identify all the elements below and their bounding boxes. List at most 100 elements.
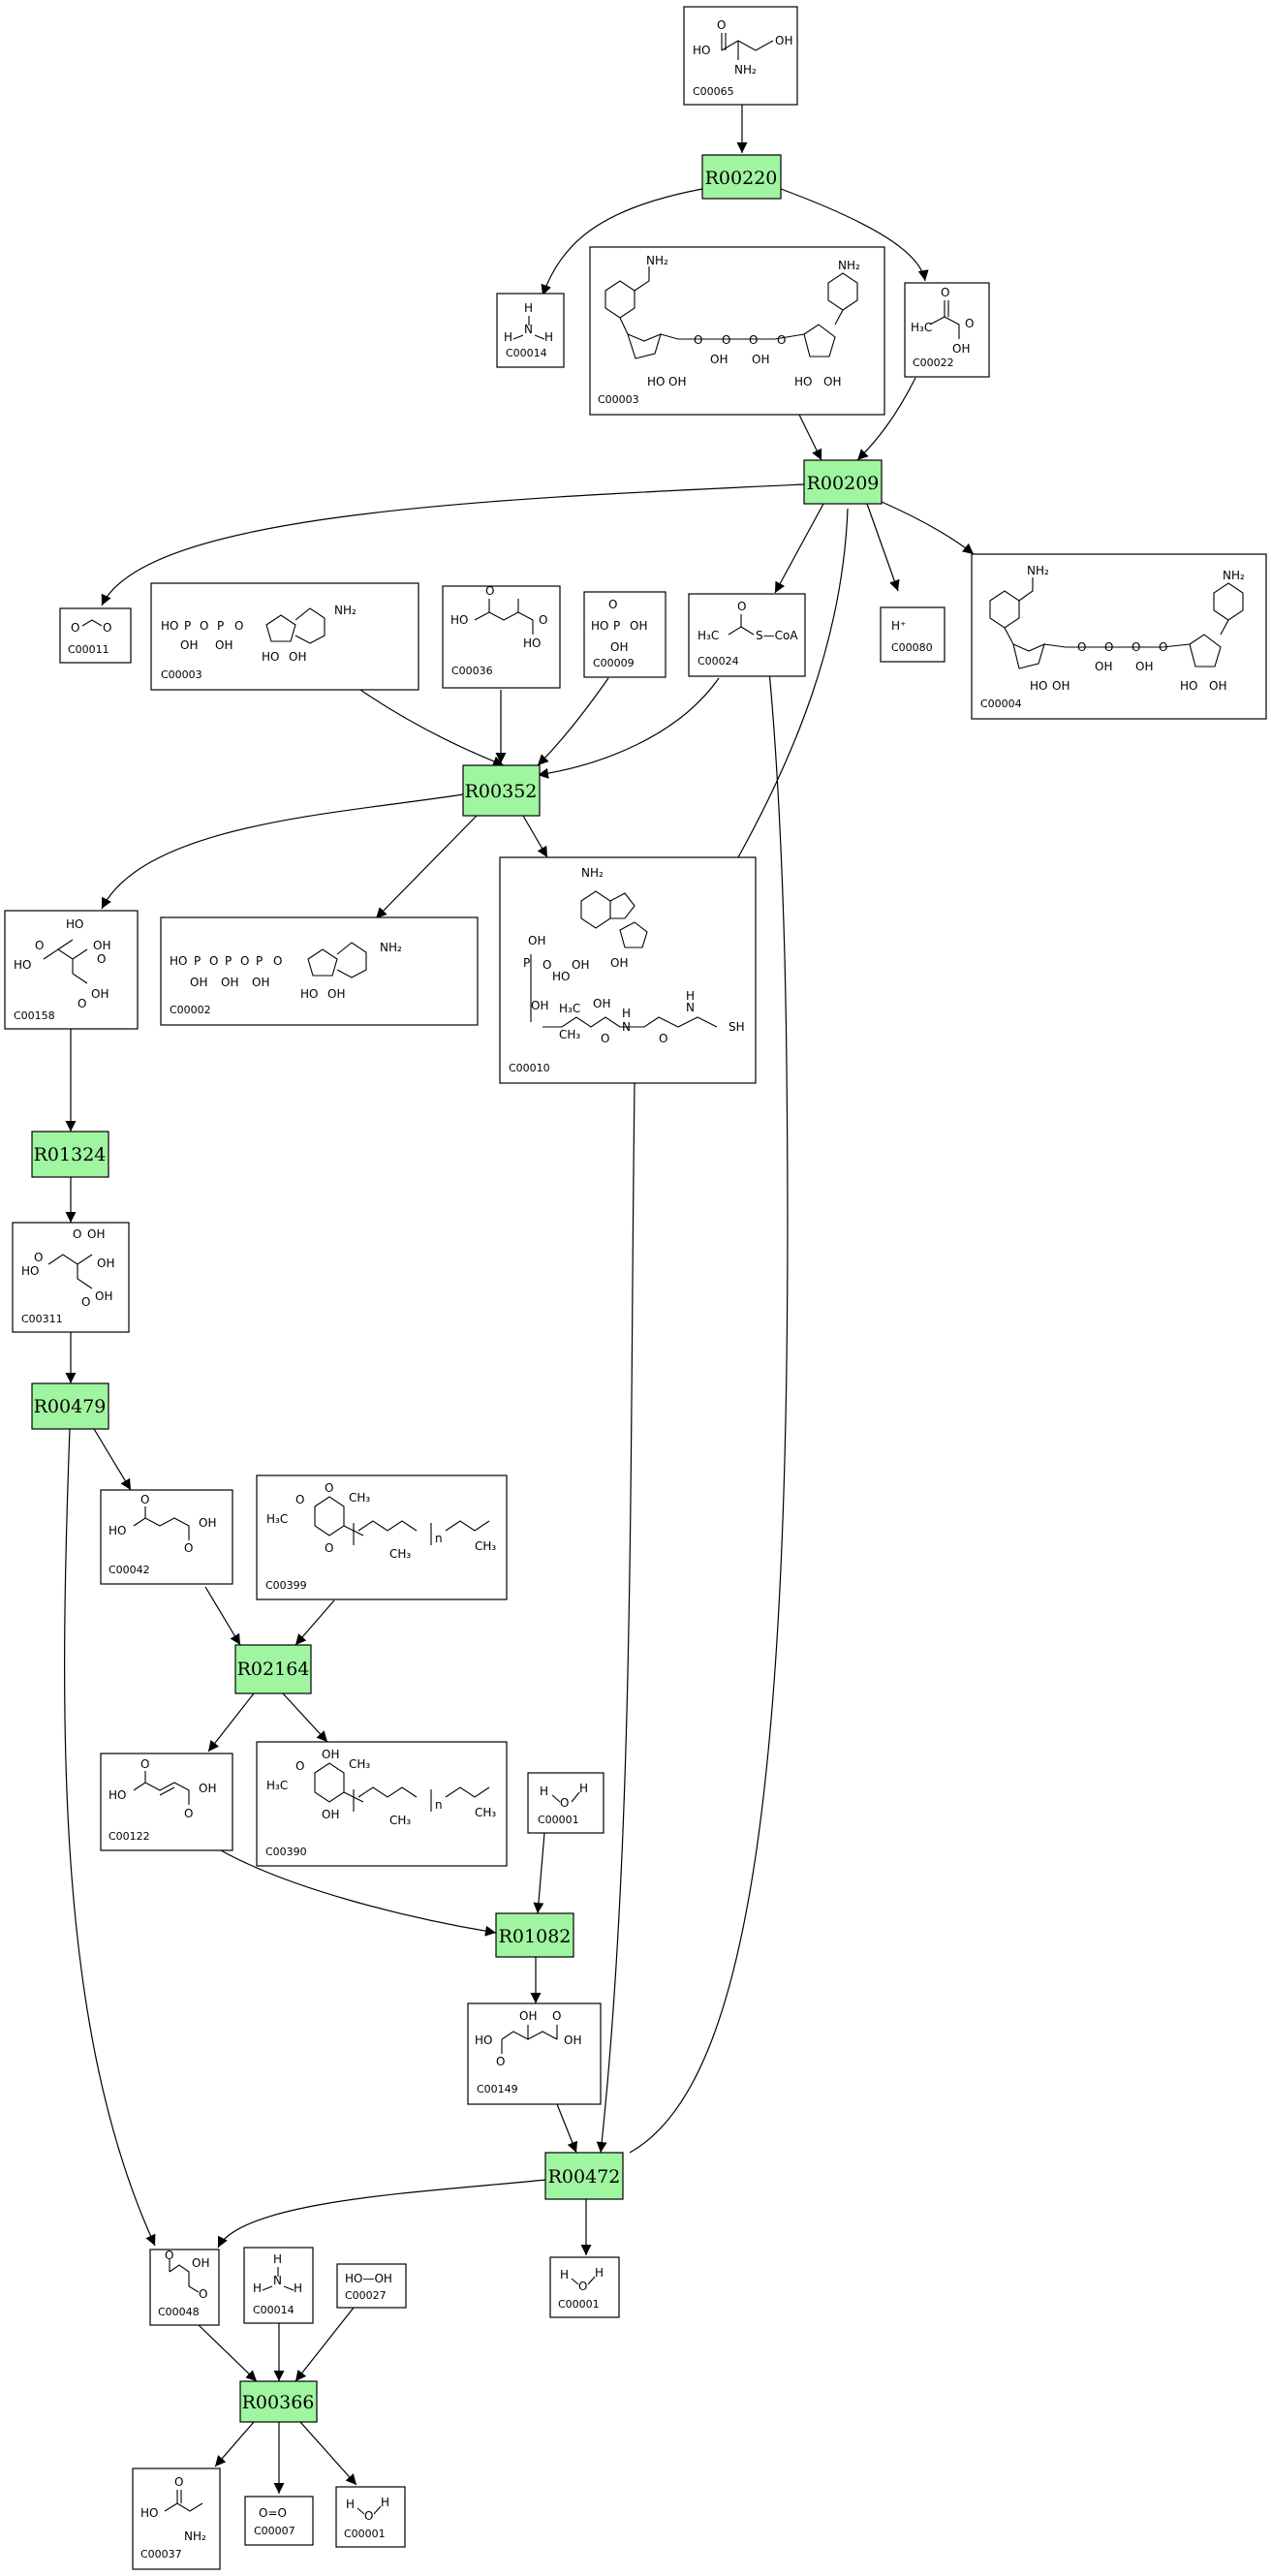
svg-text:O: O	[234, 619, 243, 633]
compound-code: C00158	[14, 1009, 55, 1022]
svg-text:O: O	[1077, 640, 1086, 654]
reaction-node-r00352[interactable]: R00352	[462, 764, 541, 817]
svg-text:CH₃: CH₃	[349, 1491, 370, 1505]
svg-text:H: H	[253, 2281, 262, 2295]
svg-text:OH: OH	[752, 353, 769, 366]
svg-text:OH: OH	[610, 640, 628, 654]
reaction-node-r00472[interactable]: R00472	[544, 2152, 624, 2200]
svg-text:NH₂: NH₂	[734, 63, 757, 77]
compound-node-c00001-mid[interactable]: H O H C00001	[549, 2256, 620, 2318]
reaction-node-r00366[interactable]: R00366	[239, 2380, 318, 2423]
reaction-node-r01324[interactable]: R01324	[31, 1131, 109, 1178]
compound-code: C00022	[913, 357, 954, 369]
reaction-node-r02164[interactable]: R02164	[234, 1644, 312, 1694]
compound-node-c00042[interactable]: O HO OH O C00042	[100, 1489, 233, 1585]
svg-text:OH: OH	[199, 1516, 216, 1530]
svg-text:HO: HO	[262, 650, 279, 664]
reaction-label: R01324	[34, 1144, 107, 1165]
reaction-node-r00220[interactable]: R00220	[701, 154, 782, 200]
reaction-node-r00209[interactable]: R00209	[803, 459, 883, 505]
svg-text:H₃C: H₃C	[911, 321, 932, 334]
compound-code: C00036	[451, 665, 493, 677]
svg-text:O: O	[542, 958, 551, 972]
compound-code: C00065	[693, 85, 734, 98]
svg-text:O: O	[325, 1481, 333, 1495]
compound-node-c00048[interactable]: O OH O C00048	[149, 2249, 220, 2326]
svg-text:H: H	[622, 1007, 631, 1020]
svg-text:H₃C: H₃C	[266, 1512, 288, 1526]
svg-text:OH: OH	[289, 650, 306, 664]
compound-node-c00009[interactable]: O HO P OH OH C00009	[583, 591, 666, 678]
reaction-label: R01082	[499, 1926, 572, 1947]
compound-node-c00003[interactable]: NH₂ NH₂ HO OH HO OH O O O O OH OH C00003	[589, 246, 885, 416]
compound-node-c00011[interactable]: O O C00011	[59, 607, 132, 664]
compound-node-c00014[interactable]: H N H H C00014	[496, 293, 565, 368]
compound-node-c00311[interactable]: O OH HO O OH O OH C00311	[12, 1222, 130, 1333]
svg-text:O: O	[722, 333, 730, 347]
svg-text:H: H	[504, 330, 512, 344]
compound-node-c00158[interactable]: HO OH HO O O OH O C00158	[4, 910, 139, 1030]
svg-text:OH: OH	[1095, 660, 1112, 673]
svg-text:O: O	[560, 1796, 569, 1810]
compound-code: C00009	[593, 657, 635, 669]
svg-text:OH: OH	[87, 1227, 105, 1241]
compound-node-c00027[interactable]: HO—OH C00027	[336, 2263, 407, 2309]
svg-text:OH: OH	[190, 976, 207, 989]
compound-node-c00149[interactable]: OH O HO OH O C00149	[467, 2002, 602, 2105]
compound-code: C00014	[506, 347, 547, 359]
svg-text:O: O	[200, 619, 208, 633]
compound-code: C00001	[538, 1814, 579, 1826]
compound-node-c00004[interactable]: NH₂ NH₂ HO OH HO OH O O O O OH OH C00004	[971, 553, 1267, 720]
svg-text:O: O	[941, 286, 949, 299]
svg-text:H: H	[686, 989, 695, 1003]
compound-node-c00007[interactable]: O=O C00007	[244, 2496, 314, 2546]
compound-node-c00390[interactable]: OH CH₃ H₃C O OH CH₃ CH₃ n C00390	[256, 1741, 508, 1867]
compound-node-c00037[interactable]: O HO NH₂ C00037	[132, 2467, 221, 2570]
compound-node-c00022[interactable]: O H₃C O OH C00022	[904, 282, 990, 378]
svg-text:H: H	[273, 2252, 282, 2266]
compound-code: C00027	[345, 2289, 387, 2302]
svg-text:HO: HO	[108, 1788, 126, 1802]
compound-node-c00002[interactable]: HO P O P O P O OH OH OH NH₂ HO OH C00002	[160, 916, 479, 1026]
compound-node-c00080[interactable]: H⁺ C00080	[880, 606, 946, 663]
svg-text:O: O	[273, 954, 282, 968]
reaction-node-r01082[interactable]: R01082	[495, 1912, 574, 1958]
compound-node-c00001-bottom[interactable]: H O H C00001	[335, 2486, 406, 2548]
compound-node-c00122[interactable]: O HO OH O C00122	[100, 1753, 233, 1851]
reaction-label: R00209	[807, 473, 880, 494]
reaction-label: R00352	[465, 781, 538, 802]
compound-node-c00036[interactable]: HO O O HO C00036	[442, 584, 561, 689]
svg-text:NH₂: NH₂	[581, 866, 604, 880]
svg-text:OH: OH	[93, 939, 110, 952]
svg-text:HO: HO	[552, 970, 570, 983]
svg-text:HO: HO	[66, 917, 83, 931]
compound-node-c00399[interactable]: O CH₃ H₃C O O CH₃ CH₃ n C00399	[256, 1474, 508, 1600]
compound-node-c00003-b[interactable]: HO P O P O OH OH NH₂ HO OH C00003	[150, 582, 419, 691]
compound-node-c00010[interactable]: NH₂ OH OH HO P O OH H₃C CH₃ OH N H N H S…	[499, 856, 757, 1084]
svg-text:OH: OH	[322, 1808, 339, 1821]
svg-text:HO: HO	[1030, 679, 1047, 693]
svg-text:N: N	[273, 2274, 282, 2287]
svg-text:P: P	[225, 954, 232, 968]
reaction-node-r00479[interactable]: R00479	[31, 1382, 109, 1430]
svg-text:HO: HO	[647, 375, 665, 388]
svg-text:OH: OH	[1209, 679, 1226, 693]
svg-text:O: O	[325, 1541, 333, 1555]
svg-text:OH: OH	[668, 375, 686, 388]
svg-text:HO: HO	[693, 44, 710, 57]
svg-text:OH: OH	[775, 34, 792, 47]
svg-text:OH: OH	[531, 999, 548, 1012]
svg-text:HO: HO	[475, 2033, 492, 2047]
svg-text:O: O	[965, 317, 974, 330]
compound-node-c00014-lower[interactable]: H N H H C00014	[243, 2247, 314, 2324]
svg-text:CH₃: CH₃	[389, 1547, 411, 1561]
svg-text:NH₂: NH₂	[838, 259, 860, 272]
compound-code: C00014	[253, 2304, 294, 2316]
svg-text:H⁺: H⁺	[891, 619, 906, 633]
svg-text:OH: OH	[322, 1748, 339, 1761]
compound-node-c00024[interactable]: O H₃C S—CoA C00024	[688, 593, 806, 677]
compound-node-c00001-upper[interactable]: H O H C00001	[527, 1772, 604, 1834]
svg-text:H: H	[560, 2268, 569, 2281]
compound-node-c00065[interactable]: O HO OH NH₂ C00065	[683, 6, 798, 106]
svg-text:OH: OH	[823, 375, 841, 388]
